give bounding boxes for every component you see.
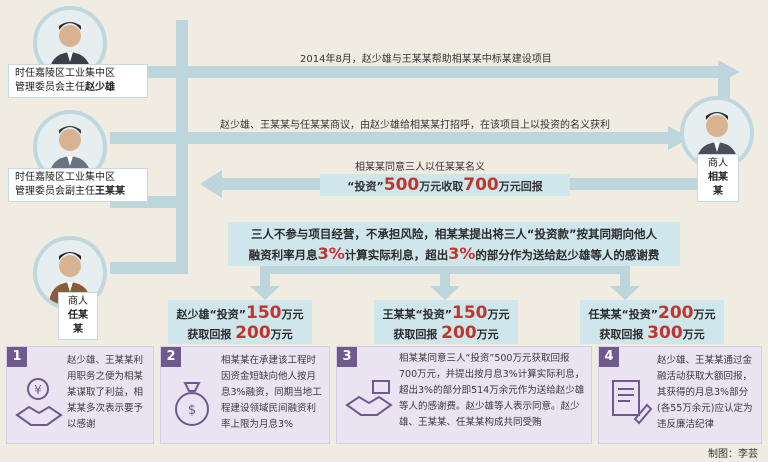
terms-line2-a: 融资利率月息 [248,248,318,262]
step3-mid: 万元收取 [419,180,464,193]
step1-text: 2014年8月，赵少雄与王某某帮助相某某中标某建设项目 [300,54,552,65]
payout-label: 任某某“投资” [588,308,658,321]
return-amount: 700 [463,175,499,195]
payout-label: 赵少雄“投资” [176,308,246,321]
zhao-title-line1: 时任嘉陵区工业集中区 [15,68,115,79]
handshake-icon: ¥ [15,378,63,426]
payout-unit: 万元 [693,308,716,321]
label-xiang: 商人 相某某 [697,154,739,202]
label-zhao: 时任嘉陵区工业集中区 管理委员会主任赵少雄 [8,64,148,98]
payout-unit: 万元 [476,328,499,341]
terms-rate1: 3% [317,244,345,263]
ren-name: 任某某 [68,310,88,335]
note-2: 2 $ 相某某在承建该工程时因资金短缺向他人按月息3%融资，同期当地工程建设领域… [160,346,330,444]
terms-line2-b: 计算实际利息，超出 [344,248,449,262]
zhao-title-line2: 管理委员会主任 [15,82,85,93]
payout-return: 200 [441,323,477,343]
invest-amount: 500 [383,175,420,195]
payout-return: 200 [235,323,271,343]
payout-invest: 150 [245,303,282,323]
payout-unit: 万元 [682,328,705,341]
ren-title: 商人 [68,296,88,307]
note-text: 赵少雄、王某某利用职务之便为相某某谋取了利益，相某某多次表示要予以感谢 [67,355,144,430]
svg-text:$: $ [188,403,196,418]
deal-icon [345,380,393,416]
step2-text: 赵少雄、王某某与任某某商议，由赵少雄给相某某打招呼，在该项目上以投资的名义获利 [220,120,610,131]
note-3: 3 相某某同意三人“投资”500万元获取回报700万元，并提出按月息3%计算实际… [336,346,592,444]
payout-ren: 任某某“投资”200万元 获取回报 300万元 [580,300,724,344]
terms-line2-c: 的部分作为送给赵少雄等人的感谢费 [475,248,660,262]
wang-title-line2: 管理委员会副主任 [15,186,95,197]
terms-rate2: 3% [448,244,476,263]
note-index: 3 [337,347,357,367]
note-index: 4 [599,347,619,367]
payout-return: 300 [647,323,683,343]
payout-unit: 万元 [270,328,293,341]
payout-return-label: 获取回报 [599,328,644,341]
step3-pre: “投资” [347,180,384,193]
avatar-xiang [680,96,754,170]
payout-invest: 200 [657,303,694,323]
note-1: 1 ¥ 赵少雄、王某某利用职务之便为相某某谋取了利益，相某某多次表示要予以感谢 [6,346,154,444]
xiang-name: 相某某 [708,172,728,197]
payout-label: 王某某“投资” [382,308,452,321]
svg-text:¥: ¥ [34,383,42,397]
payout-invest: 150 [451,303,488,323]
terms-line1: 三人不参与项目经营，不承担风险，相某某提出将三人“投资款”按其同期向他人 [250,227,658,241]
investment-band: “投资”500万元收取700万元回报 [320,174,570,196]
note-index: 2 [161,347,181,367]
payout-unit: 万元 [281,308,304,321]
note-4: 4 赵少雄、王某某通过金融活动获取大额回报，其获得的月息3%部分(各55万余元)… [598,346,762,444]
zhao-name: 赵少雄 [85,82,115,93]
money-bag-icon: $ [175,382,209,426]
label-wang: 时任嘉陵区工业集中区 管理委员会副主任王某某 [8,168,148,202]
note-text: 相某某同意三人“投资”500万元获取回报700万元，并提出按月息3%计算实际利息… [399,353,585,428]
payout-return-label: 获取回报 [187,328,232,341]
note-index: 1 [7,347,27,367]
note-text: 赵少雄、王某某通过金融活动获取大额回报，其获得的月息3%部分(各55万余元)应认… [657,355,753,430]
wang-title-line1: 时任嘉陵区工业集中区 [15,172,115,183]
payout-unit: 万元 [487,308,510,321]
step3-post: 万元回报 [498,180,543,193]
credit: 制图：李芸 [708,449,758,460]
payout-zhao: 赵少雄“投资”150万元 获取回报 200万元 [168,300,312,344]
payout-return-label: 获取回报 [393,328,438,341]
step3-intro: 相某某同意三人以任某某名义 [355,162,485,173]
xiang-title: 商人 [708,158,728,169]
label-ren: 商人 任某某 [58,292,98,340]
document-icon [612,380,653,425]
payout-wang: 王某某“投资”150万元 获取回报 200万元 [374,300,518,344]
terms-box: 三人不参与项目经营，不承担风险，相某某提出将三人“投资款”按其同期向他人 融资利… [228,222,680,266]
note-text: 相某某在承建该工程时因资金短缺向他人按月息3%融资，同期当地工程建设领域民间融资… [221,355,322,430]
wang-name: 王某某 [95,186,125,197]
